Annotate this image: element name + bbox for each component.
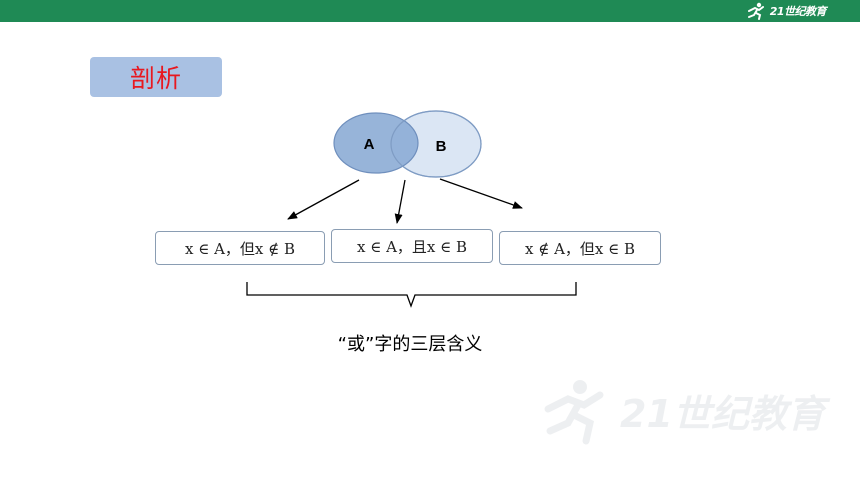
venn-set-a [333, 112, 419, 174]
case-box-a-and-b: x ∈ A，且x ∈ B [331, 229, 493, 263]
watermark-logo-icon: 21世纪教育 [544, 380, 831, 445]
arrow-right [439, 178, 523, 209]
section-tag: 剖析 [90, 57, 222, 97]
venn-set-b-outline [390, 110, 482, 178]
venn-label-a: A [364, 136, 375, 153]
brand-logo: 21世纪教育 [745, 2, 827, 20]
case-box-b-not-a: x ∉ A，但x ∈ B [499, 231, 661, 265]
section-title: 剖析 [129, 64, 182, 93]
runner-logo-icon [747, 2, 764, 20]
arrow-middle [394, 179, 406, 224]
bottom-brace [246, 282, 577, 308]
arrow-left [287, 179, 360, 220]
venn-label-b: B [436, 138, 447, 155]
case-text-a-not-b: x ∈ A，但x ∉ B [184, 239, 296, 258]
case-box-a-not-b: x ∈ A，但x ∉ B [155, 231, 325, 265]
watermark-text: 21世纪教育 [620, 392, 831, 436]
case-text-a-and-b: x ∈ A，且x ∈ B [356, 237, 468, 256]
top-bar: 21世纪教育 [0, 0, 860, 22]
brand-logo-text: 21世纪教育 [769, 5, 827, 18]
diagram-caption: “或”字的三层含义 [337, 334, 483, 355]
case-text-b-not-a: x ∉ A，但x ∈ B [524, 239, 636, 258]
